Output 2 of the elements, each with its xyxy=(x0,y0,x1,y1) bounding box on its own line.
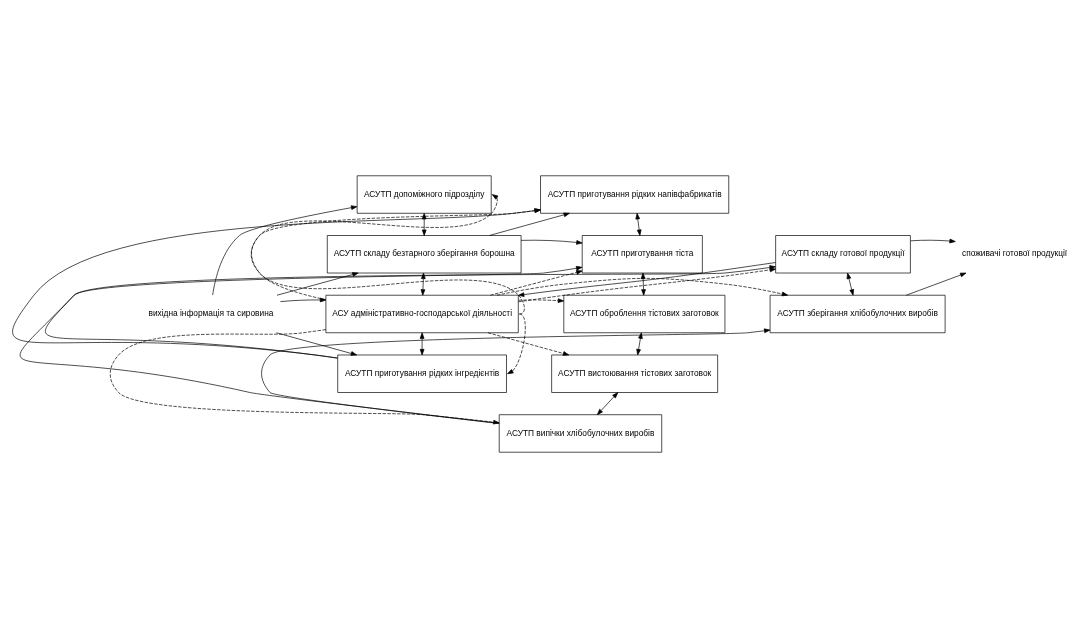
node-text: споживачі готової продукції xyxy=(962,248,1068,259)
node-text: вихідна інформація та сировина xyxy=(148,308,274,319)
